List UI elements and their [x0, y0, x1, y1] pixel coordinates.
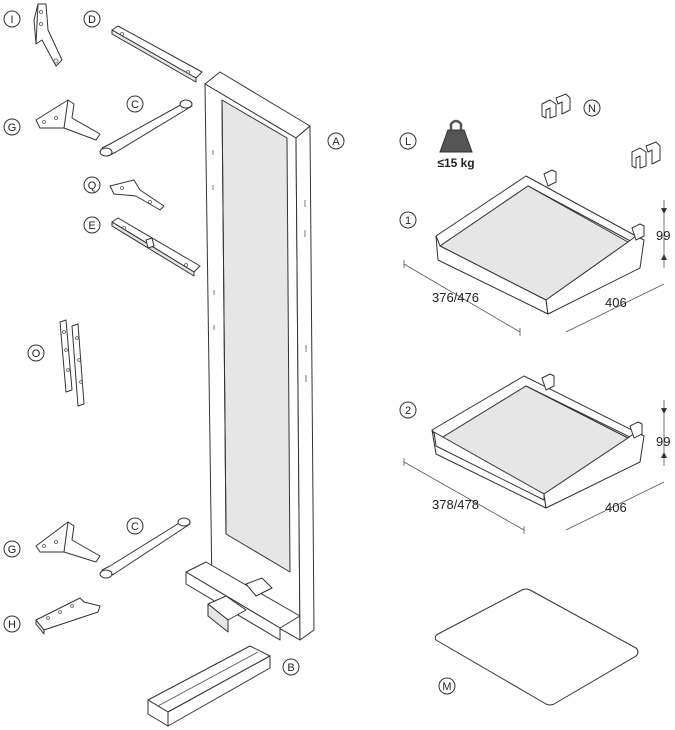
label-d-circle	[83, 10, 101, 28]
part-a-frame	[185, 71, 315, 641]
part-g-bracket-upper	[35, 99, 101, 141]
label-2-circle	[399, 401, 417, 419]
label-1-circle	[399, 211, 417, 229]
label-b-circle	[282, 658, 300, 676]
tray-1-width: 376/476	[432, 290, 479, 305]
label-n-circle	[583, 99, 601, 117]
label-e-circle	[83, 216, 101, 234]
label-g-upper: G	[8, 122, 17, 134]
label-1: 1	[405, 215, 411, 227]
part-h-angle	[35, 597, 101, 635]
part-c-strut-lower	[99, 517, 191, 579]
part-n-clips	[541, 93, 661, 169]
label-c-lower: C	[131, 521, 139, 533]
label-c-upper: C	[131, 99, 139, 111]
tray-1-height: 99	[656, 228, 670, 243]
part-m-mat	[434, 588, 639, 706]
label-n: N	[588, 103, 596, 115]
label-c-lower-circle	[126, 517, 144, 535]
label-e: E	[88, 220, 95, 232]
label-g-lower-circle	[3, 540, 21, 558]
tray-2-depth: 406	[605, 500, 627, 515]
label-h: H	[8, 619, 16, 631]
label-a: A	[332, 136, 340, 148]
label-b: B	[287, 662, 294, 674]
label-o: O	[32, 348, 41, 360]
tray-2	[431, 373, 645, 509]
tray-2-width: 378/478	[432, 497, 479, 512]
label-i-circle	[3, 10, 21, 28]
part-o-bars	[59, 319, 85, 407]
label-g-upper-circle	[3, 118, 21, 136]
label-m: M	[442, 681, 451, 693]
part-b-damper	[147, 645, 271, 727]
part-i-bracket	[33, 3, 63, 67]
tray-2-dimension-lines	[403, 400, 667, 534]
weight-limit-text: ≤15 kg	[437, 156, 474, 170]
label-o-circle	[27, 344, 45, 362]
label-h-circle	[3, 615, 21, 633]
label-a-circle	[327, 132, 345, 150]
label-g-lower: G	[8, 544, 17, 556]
label-l-circle	[399, 132, 417, 150]
tray-1-depth: 406	[605, 295, 627, 310]
label-q-circle	[83, 176, 101, 194]
part-d-rail	[111, 25, 203, 83]
part-g-bracket-lower	[35, 521, 101, 563]
tray-1-dimension-lines	[403, 200, 667, 336]
label-m-circle	[438, 677, 456, 695]
part-q-hinge	[109, 179, 165, 211]
tray-2-height: 99	[656, 434, 670, 449]
tray-1	[435, 169, 645, 315]
label-d: D	[88, 14, 96, 26]
label-c-upper-circle	[126, 95, 144, 113]
weight-icon	[439, 119, 473, 153]
label-i: I	[10, 14, 13, 26]
part-e-rail	[111, 217, 201, 277]
label-2: 2	[405, 405, 411, 417]
label-l: L	[405, 136, 411, 148]
label-q: Q	[88, 180, 97, 192]
part-c-strut-upper	[99, 99, 193, 157]
